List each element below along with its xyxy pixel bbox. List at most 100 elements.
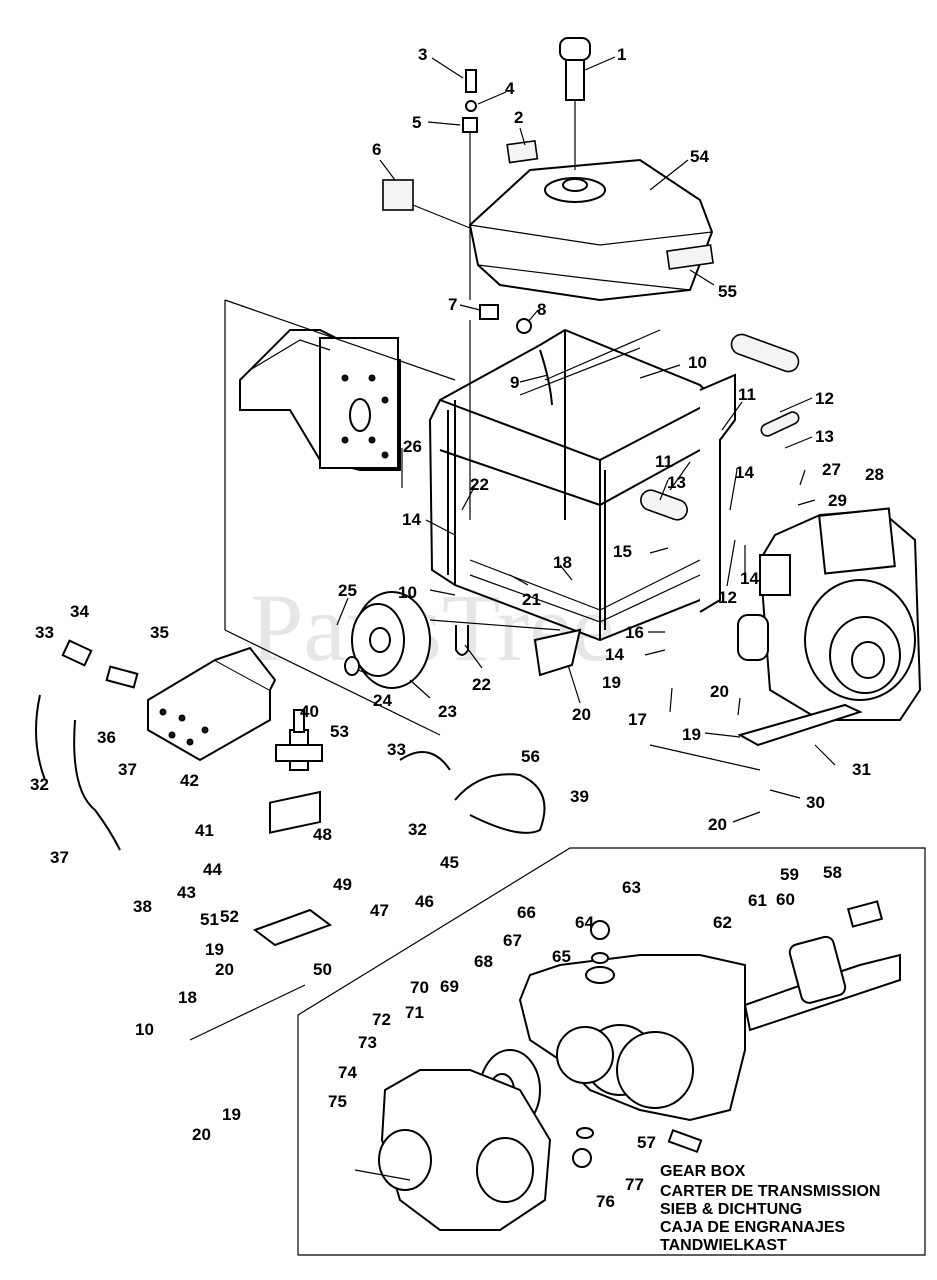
callout-26: 26 [403,437,422,456]
decal-55 [666,244,714,270]
callout-58: 58 [823,863,842,882]
gearbox-title-fr: CARTER DE TRANSMISSION [660,1183,880,1200]
callout-65: 65 [552,947,571,966]
hose-32-right [399,751,451,771]
gearbox-title-es: CAJA DE ENGRANAJES [660,1219,846,1236]
callout-10b: 10 [398,583,417,602]
callout-33a: 33 [35,623,54,642]
washer-77 [576,1127,594,1139]
callout-60: 60 [776,890,795,909]
callout-44: 44 [203,860,222,879]
callout-29: 29 [828,491,847,510]
callout-75: 75 [328,1092,347,1111]
callout-15: 15 [613,542,632,561]
callout-30: 30 [806,793,825,812]
gearbox-title-block: GEAR BOX CARTER DE TRANSMISSION SIEB & D… [660,1163,880,1254]
callout-31: 31 [852,760,871,779]
callout-55: 55 [718,282,737,301]
callout-14d: 14 [605,645,624,664]
callout-11a: 11 [738,385,756,404]
callout-32b: 32 [408,820,427,839]
fuel-valve-7 [479,304,532,334]
callout-64: 64 [575,913,594,932]
generator-assembly [239,329,401,471]
callout-20c: 20 [708,815,727,834]
callout-68: 68 [474,952,493,971]
callout-66: 66 [517,903,536,922]
plug-64 [590,920,610,940]
callout-45: 45 [440,853,459,872]
leader-lines [336,56,836,823]
callout-57: 57 [637,1133,656,1152]
callout-8: 8 [537,300,546,319]
leg-19 [533,628,582,677]
callout-27: 27 [822,460,841,479]
callout-20b: 20 [710,682,729,701]
callout-7: 7 [448,295,457,314]
callout-69: 69 [440,977,459,996]
callout-21: 21 [522,590,541,609]
nut-76 [572,1148,592,1168]
callout-10a: 10 [688,353,707,372]
callout-46: 46 [415,892,434,911]
engine [737,507,922,721]
callout-17: 17 [628,710,647,729]
bracket-50 [252,908,333,947]
fuel-hose-9 [539,349,553,406]
callout-76: 76 [596,1192,615,1211]
callout-13b: 13 [667,473,686,492]
gearbox-title-de: SIEB & DICHTUNG [660,1201,802,1218]
callout-24: 24 [373,691,392,710]
gearbox-title-en: GEAR BOX [660,1163,746,1180]
fitting-34 [61,639,93,667]
callout-12b: 12 [718,588,737,607]
callout-49: 49 [333,875,352,894]
fuel-cap [559,37,591,170]
engine-base-31 [649,703,863,771]
callout-11b: 11 [655,452,673,471]
callout-36: 36 [97,728,116,747]
callout-74: 74 [338,1063,357,1082]
callout-56: 56 [521,747,540,766]
callout-18a: 18 [553,553,572,572]
callout-6: 6 [372,140,381,159]
callout-37a: 37 [118,760,137,779]
callout-53: 53 [330,722,349,741]
bracket-49 [269,790,321,834]
callout-25: 25 [338,581,357,600]
callout-19b: 19 [682,725,701,744]
callout-19d: 19 [222,1105,241,1124]
wheel-23 [351,591,431,689]
callout-42: 42 [180,771,199,790]
fuel-fitting-stack [462,69,478,520]
decal-6 [382,179,414,211]
callout-71: 71 [405,1003,424,1022]
callout-54: 54 [690,147,709,166]
callout-19a: 19 [602,673,621,692]
callout-20d: 20 [215,960,234,979]
control-block [147,646,277,762]
callout-13a: 13 [815,427,834,446]
gearbox-housing [518,954,746,1122]
callout-4: 4 [505,79,515,98]
callout-39: 39 [570,787,589,806]
callout-20e: 20 [192,1125,211,1144]
callout-14a: 14 [402,510,421,529]
decal-2 [506,139,539,164]
gearbox-cover-73 [378,1069,552,1231]
callout-70: 70 [410,978,429,997]
callout-40: 40 [300,702,319,721]
callout-63: 63 [622,878,641,897]
callout-61: 61 [748,891,767,910]
callout-16: 16 [625,623,644,642]
hose-37 [73,719,121,851]
callout-48: 48 [313,825,332,844]
hose-32-left [35,694,46,781]
fuel-tank [468,158,714,302]
washer-65 [591,952,609,964]
callout-51: 51 [200,910,219,929]
callout-52: 52 [220,907,239,926]
shaft-58 [743,900,901,1032]
bolt-57 [667,1128,703,1154]
callout-34: 34 [70,602,89,621]
